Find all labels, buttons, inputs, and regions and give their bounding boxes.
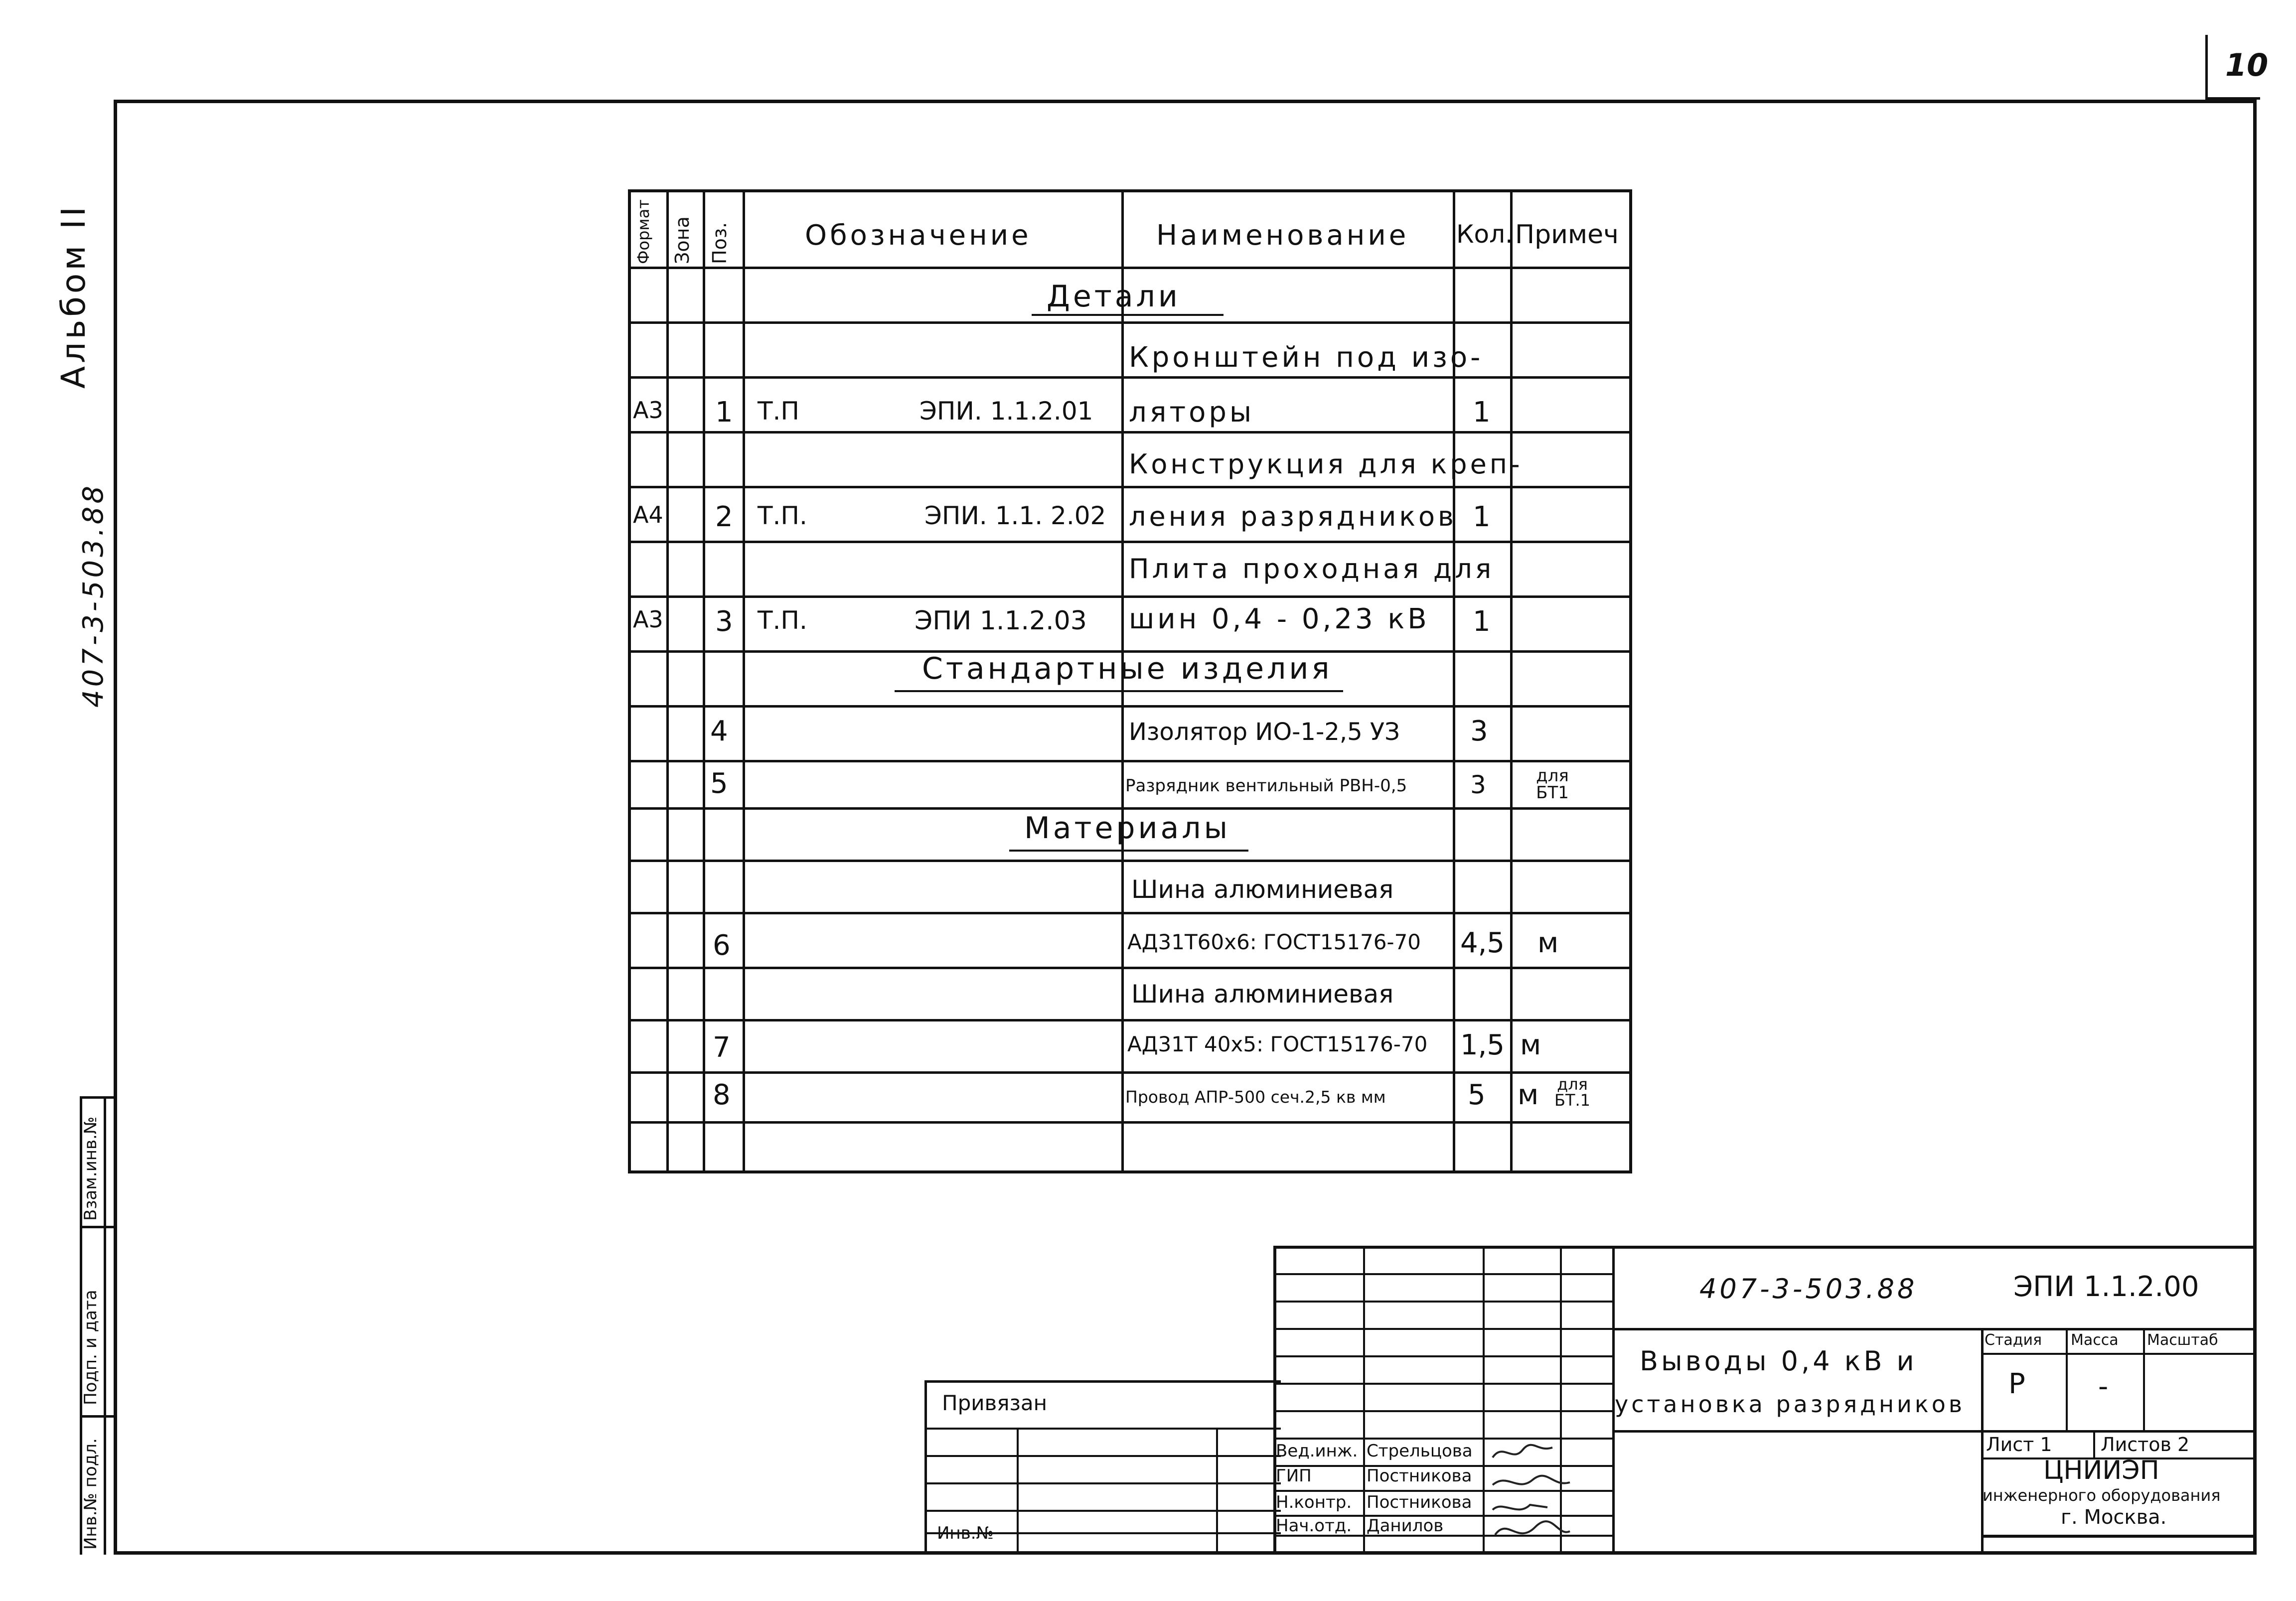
row-7-qty: 1,5 — [1460, 1029, 1505, 1061]
row-2-format: А4 — [633, 501, 663, 528]
role-lead-engineer: Вед.инж. — [1276, 1441, 1358, 1461]
section-materials: Материалы — [1024, 811, 1230, 846]
tb-org-line2: инженерного оборудования — [1983, 1486, 2221, 1505]
role-norm-control: Н.контр. — [1276, 1492, 1352, 1512]
row-1a-name: Кронштейн под изо- — [1129, 341, 1484, 374]
person-lead-engineer: Стрельцова — [1367, 1441, 1473, 1461]
tb-stage-value: Р — [2008, 1368, 2025, 1400]
row-5-pos: 5 — [710, 767, 728, 800]
row-3-qty: 1 — [1473, 605, 1491, 638]
tb-org-line3: г. Москва. — [2061, 1506, 2167, 1529]
drawing-frame — [114, 100, 2257, 1555]
section-details-underline — [1032, 314, 1224, 316]
margin-project-code: 407-3-503.88 — [77, 483, 110, 708]
row-5-name: Разрядник вентильный РВН-0,5 — [1125, 776, 1407, 796]
row-6-qty: 4,5 — [1460, 927, 1505, 959]
section-standard: Стандартные изделия — [922, 651, 1333, 686]
header-note: Примеч — [1515, 220, 1619, 250]
section-details: Детали — [1047, 279, 1181, 314]
margin-stamp-replace: Взам.инв.№ — [81, 1116, 101, 1221]
row-2-pos: 2 — [715, 501, 733, 533]
bound-label: Привязан — [942, 1391, 1048, 1415]
person-norm-control: Постникова — [1367, 1492, 1472, 1512]
row-6a-name: Шина алюминиевая — [1131, 875, 1394, 904]
tb-sheets-label: Листов 2 — [2101, 1434, 2190, 1455]
row-3a-name: Плита проходная для — [1129, 553, 1495, 584]
row-7-note: м — [1520, 1029, 1541, 1061]
sheet-number: 10 — [2225, 47, 2269, 83]
row-4-pos: 4 — [710, 715, 728, 747]
row-3-pos: 3 — [715, 605, 733, 638]
row-3-name: шин 0,4 - 0,23 кВ — [1129, 603, 1430, 635]
row-1-name: ляторы — [1129, 396, 1255, 429]
tb-title-line1: Выводы 0,4 кВ и — [1640, 1345, 1917, 1377]
tb-org-line1: ЦНИИЭП — [2043, 1455, 2159, 1485]
role-gip: ГИП — [1276, 1466, 1312, 1486]
tb-project-code: 407-3-503.88 — [1699, 1273, 1918, 1305]
tb-scale-label: Масштаб — [2147, 1331, 2218, 1349]
header-zone: Зона — [671, 216, 693, 264]
header-name: Наименование — [1156, 219, 1409, 252]
section-materials-underline — [1009, 850, 1248, 852]
row-8-note-extra: для БТ.1 — [1554, 1075, 1591, 1110]
album-label: Альбом II — [54, 203, 93, 389]
row-4-qty: 3 — [1470, 715, 1488, 747]
row-1-format: А3 — [633, 397, 663, 424]
row-1-qty: 1 — [1473, 396, 1491, 429]
row-7-name: АД31Т 40х5: ГОСТ15176-70 — [1127, 1032, 1428, 1056]
role-dept-head: Нач.отд. — [1276, 1516, 1352, 1536]
row-6-note: м — [1537, 927, 1559, 959]
row-3-format: А3 — [633, 606, 663, 633]
spec-table-border — [628, 189, 1632, 1173]
row-2-designation: ЭПИ. 1.1. 2.02 — [924, 501, 1106, 530]
row-5-qty: 3 — [1470, 770, 1486, 799]
signature-marks — [1492, 1444, 1570, 1536]
header-pos: Поз. — [709, 222, 731, 264]
row-1-prefix: Т.П — [758, 397, 800, 426]
row-2-qty: 1 — [1473, 501, 1491, 533]
row-8-name: Провод АПР-500 сеч.2,5 кв мм — [1125, 1087, 1386, 1107]
inv-label: Инв.№ — [937, 1523, 994, 1543]
row-8-pos: 8 — [713, 1079, 731, 1111]
row-5-note: для БТ1 — [1536, 766, 1569, 803]
tb-mass-label: Масса — [2071, 1331, 2119, 1349]
tb-stage-label: Стадия — [1985, 1331, 2042, 1349]
row-6-pos: 6 — [713, 929, 731, 962]
person-gip: Постникова — [1367, 1466, 1472, 1486]
row-7a-name: Шина алюминиевая — [1131, 980, 1394, 1009]
row-3-designation: ЭПИ 1.1.2.03 — [915, 606, 1087, 636]
header-format: Формат — [634, 199, 653, 264]
row-8-note: м — [1518, 1079, 1539, 1111]
person-dept-head: Данилов — [1367, 1516, 1444, 1536]
header-designation: Обозначение — [805, 219, 1032, 252]
tb-title-line2: установка разрядников — [1615, 1391, 1965, 1418]
row-6-name: АД31Т60х6: ГОСТ15176-70 — [1127, 930, 1421, 954]
row-2-name: ления разрядников — [1129, 501, 1457, 532]
margin-stamp-inv: Инв.№ подл. — [81, 1438, 101, 1550]
header-qty: Кол. — [1456, 220, 1513, 249]
section-standard-underline — [895, 690, 1343, 692]
row-1-designation: ЭПИ. 1.1.2.01 — [919, 397, 1093, 426]
sheet-number-divider — [2205, 35, 2208, 100]
tb-sheet-label: Лист 1 — [1986, 1434, 2052, 1455]
tb-doc-code: ЭПИ 1.1.2.00 — [2013, 1271, 2199, 1303]
row-4-name: Изолятор ИО-1-2,5 УЗ — [1129, 718, 1400, 746]
row-1-pos: 1 — [715, 396, 733, 429]
row-3-prefix: Т.П. — [758, 606, 807, 635]
row-8-qty: 5 — [1468, 1079, 1486, 1111]
tb-mass-value: - — [2098, 1370, 2109, 1403]
row-2a-name: Конструкция для креп- — [1129, 448, 1523, 480]
margin-stamp-sign: Подп. и дата — [81, 1290, 101, 1405]
sheet-number-underline — [2205, 97, 2260, 100]
row-2-prefix: Т.П. — [758, 501, 807, 530]
row-7-pos: 7 — [713, 1031, 731, 1064]
